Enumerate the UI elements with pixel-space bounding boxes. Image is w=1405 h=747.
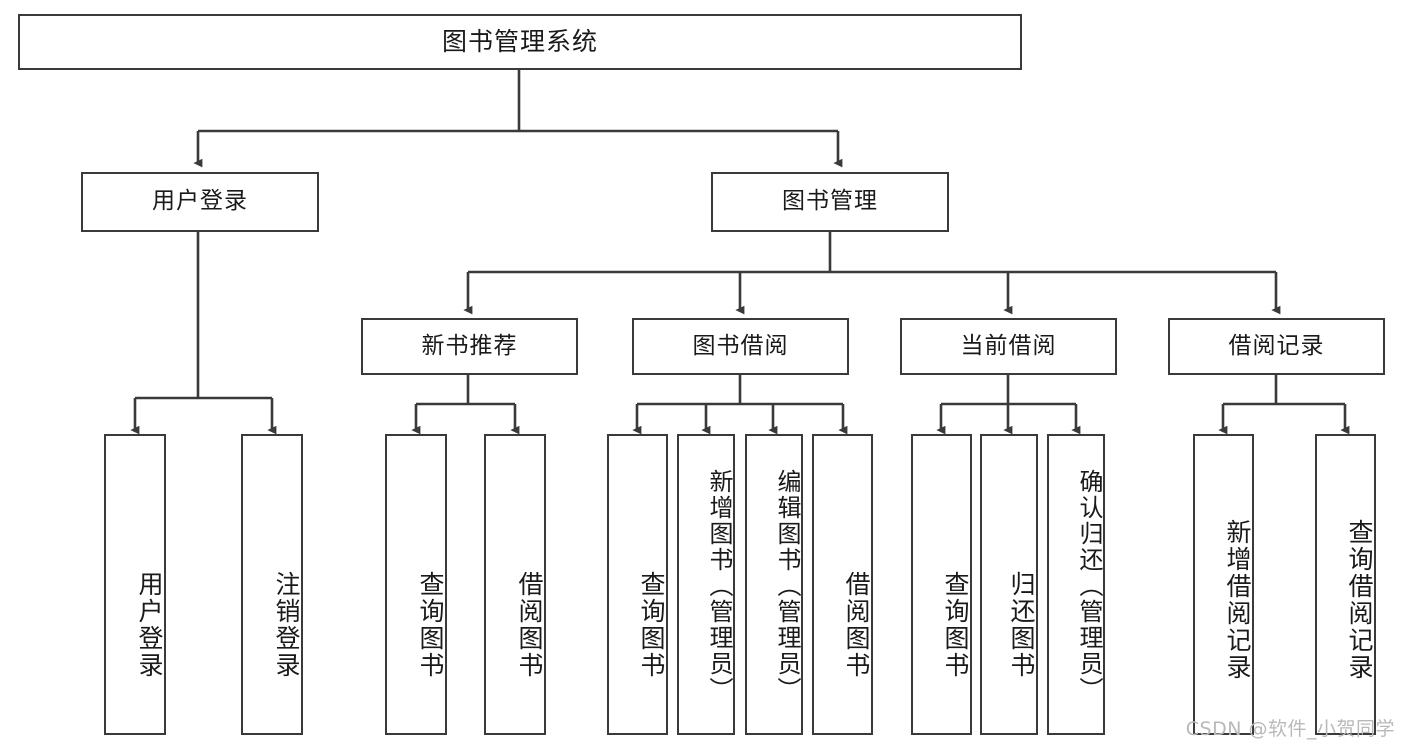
node-label: 新书推荐 <box>421 332 518 359</box>
node-label: 新增图书（管理员） <box>705 468 733 703</box>
leaf-add-book-admin[interactable]: 新增图书（管理员） <box>677 434 735 735</box>
leaf-confirm-return-admin[interactable]: 确认归还（管理员） <box>1047 434 1105 735</box>
leaf-query-book-current[interactable]: 查询图书 <box>911 434 972 735</box>
node-current-borrow[interactable]: 当前借阅 <box>900 318 1117 375</box>
node-label: 注销登录 <box>272 570 301 679</box>
node-label: 新增借阅记录 <box>1223 518 1252 681</box>
node-book-management-system[interactable]: 图书管理系统 <box>18 14 1022 70</box>
node-label: 查询借阅记录 <box>1345 518 1374 681</box>
node-label: 借阅记录 <box>1228 332 1325 359</box>
node-label: 当前借阅 <box>960 332 1057 359</box>
node-user-login[interactable]: 用户登录 <box>81 172 319 232</box>
node-label: 图书管理系统 <box>441 27 598 56</box>
csdn-watermark: CSDN @软件_小贺同学 <box>1185 718 1395 740</box>
node-book-borrow[interactable]: 图书借阅 <box>632 318 849 375</box>
node-label: 图书管理 <box>782 188 878 215</box>
node-label: 用户登录 <box>135 570 164 679</box>
node-label: 编辑图书（管理员） <box>773 468 801 703</box>
node-label: 借阅图书 <box>515 570 544 679</box>
node-label: 图书借阅 <box>692 332 789 359</box>
node-label: 查询图书 <box>416 570 445 679</box>
leaf-query-book-borrow[interactable]: 查询图书 <box>607 434 668 735</box>
leaf-return-book[interactable]: 归还图书 <box>980 434 1038 735</box>
node-label: 查询图书 <box>637 570 666 679</box>
node-borrow-record[interactable]: 借阅记录 <box>1168 318 1385 375</box>
leaf-logout-login[interactable]: 注销登录 <box>241 434 303 735</box>
leaf-borrow-book-borrow[interactable]: 借阅图书 <box>812 434 873 735</box>
node-label: 归还图书 <box>1007 570 1036 679</box>
leaf-query-book-new[interactable]: 查询图书 <box>385 434 447 735</box>
node-new-book-recommend[interactable]: 新书推荐 <box>361 318 578 375</box>
leaf-query-borrow-record[interactable]: 查询借阅记录 <box>1315 434 1376 735</box>
leaf-add-borrow-record[interactable]: 新增借阅记录 <box>1193 434 1254 735</box>
node-label: 借阅图书 <box>842 570 871 679</box>
leaf-user-login[interactable]: 用户登录 <box>104 434 166 735</box>
node-label: 确认归还（管理员） <box>1075 468 1103 703</box>
node-book-management[interactable]: 图书管理 <box>711 172 949 232</box>
leaf-borrow-book-new[interactable]: 借阅图书 <box>484 434 546 735</box>
leaf-edit-book-admin[interactable]: 编辑图书（管理员） <box>745 434 803 735</box>
node-label: 用户登录 <box>152 188 248 215</box>
node-label: 查询图书 <box>941 570 970 679</box>
